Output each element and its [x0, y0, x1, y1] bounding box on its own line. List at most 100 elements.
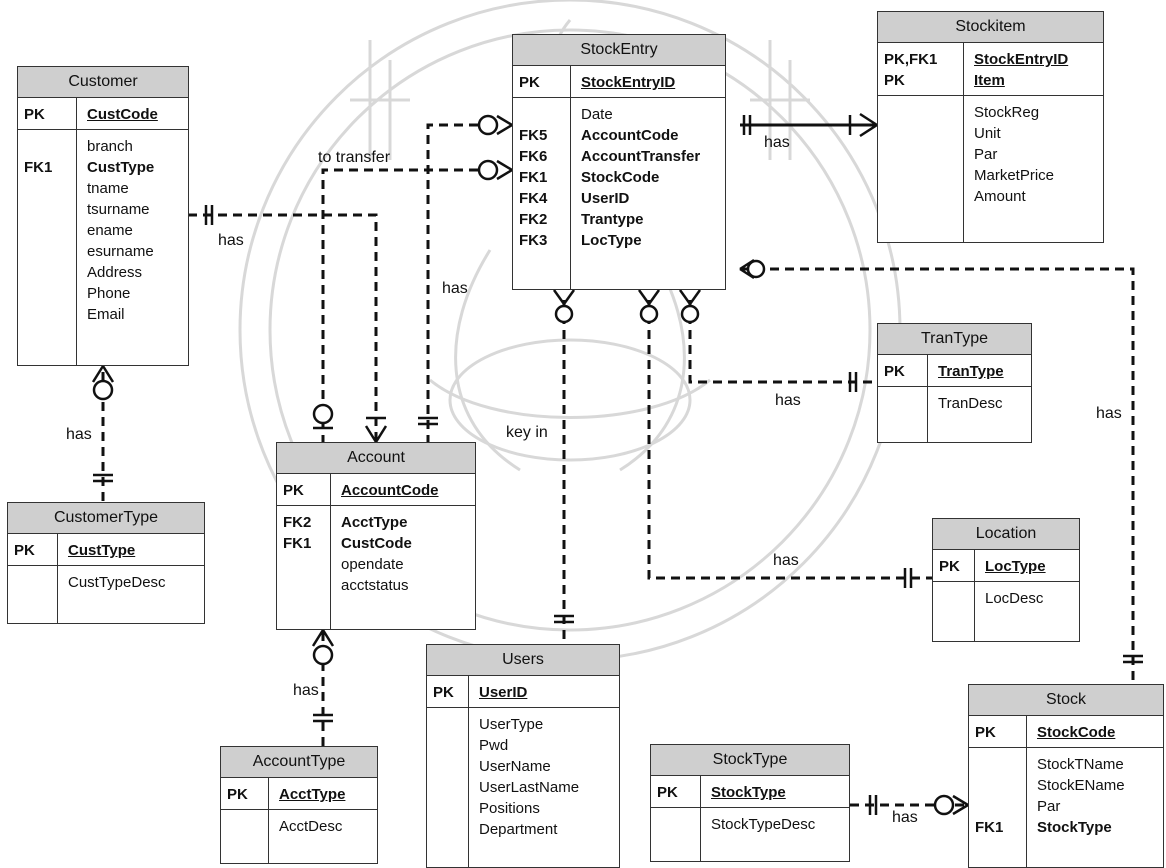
key-column: PK — [933, 550, 975, 581]
key-marker: FK1 — [283, 535, 312, 552]
primary-key-section: PK TranType — [878, 355, 1031, 387]
attribute-field: StockTypeDesc — [711, 816, 816, 833]
primary-key-field: StockType — [711, 784, 786, 801]
attribute-field: UserLastName — [479, 779, 580, 796]
field-column: CustTypeDesc — [58, 566, 176, 623]
key-column — [427, 708, 469, 867]
attribute-field: UserType — [479, 716, 544, 733]
field-column: StockTypeDesc — [701, 808, 825, 861]
key-marker: FK3 — [519, 232, 548, 249]
attribute-field: UserName — [479, 758, 551, 775]
foreign-key-field: CustType — [87, 159, 155, 176]
key-marker — [227, 816, 262, 837]
key-column: FK1 — [969, 748, 1027, 867]
attribute-section: CustTypeDesc — [8, 566, 204, 623]
field-column: UserID — [469, 676, 537, 707]
rel-label-has-customer-account: has — [218, 232, 244, 249]
key-marker — [884, 123, 957, 144]
attribute-field: Amount — [974, 188, 1026, 205]
entity-title: Users — [427, 645, 619, 676]
key-marker: PK — [283, 482, 304, 499]
key-column — [221, 810, 269, 863]
key-marker — [433, 714, 462, 735]
attribute-section: TranDesc — [878, 387, 1031, 442]
key-marker: PK — [227, 786, 248, 803]
key-marker — [884, 165, 957, 186]
primary-key-field: AcctType — [279, 786, 346, 803]
foreign-key-field: AccountTransfer — [581, 148, 701, 165]
foreign-key-field: AcctType — [341, 514, 408, 531]
key-marker: PK — [433, 684, 454, 701]
primary-key-field: StockEntryID — [974, 51, 1069, 68]
key-marker: PK — [884, 72, 905, 89]
key-column: PK — [878, 355, 928, 386]
attribute-section: AcctDesc — [221, 810, 377, 863]
key-marker — [884, 393, 921, 414]
field-column: LocDesc — [975, 582, 1053, 641]
foreign-key-field: StockCode — [581, 169, 660, 186]
attribute-field: Unit — [974, 125, 1001, 142]
attribute-field: Email — [87, 306, 125, 323]
key-column — [933, 582, 975, 641]
attribute-field: Par — [974, 146, 998, 163]
key-column: FK1 — [18, 130, 77, 365]
attribute-field: MarketPrice — [974, 167, 1055, 184]
attribute-field: StockEName — [1037, 777, 1125, 794]
key-marker — [433, 735, 462, 756]
key-column: PK — [221, 778, 269, 809]
field-column: StockType — [701, 776, 796, 807]
key-column — [651, 808, 701, 861]
attribute-field: Address — [87, 264, 143, 281]
key-marker — [24, 262, 70, 283]
key-column: PK — [513, 66, 571, 97]
entity-title: StockEntry — [513, 35, 725, 66]
entity-title: AccountType — [221, 747, 377, 778]
rel-label-has-trantype: has — [775, 392, 801, 409]
attribute-field: TranDesc — [938, 395, 1003, 412]
key-marker — [24, 199, 70, 220]
foreign-key-field: LocType — [581, 232, 642, 249]
field-column: AcctDesc — [269, 810, 352, 863]
rel-label-has-customertype: has — [66, 426, 92, 443]
attribute-field: LocDesc — [985, 590, 1044, 607]
attribute-field: Positions — [479, 800, 540, 817]
attribute-field: StockReg — [974, 104, 1040, 121]
field-column: AcctType — [269, 778, 355, 809]
attribute-field: branch — [87, 138, 133, 155]
primary-key-field: UserID — [479, 684, 528, 701]
key-marker: FK5 — [519, 127, 548, 144]
key-marker — [975, 775, 1020, 796]
key-marker — [24, 241, 70, 262]
key-marker — [519, 104, 564, 125]
key-marker — [939, 588, 968, 609]
entity-title: StockType — [651, 745, 849, 776]
primary-key-field: LocType — [985, 558, 1046, 575]
field-column: CustCode — [77, 98, 168, 129]
attribute-section: LocDesc — [933, 582, 1079, 641]
primary-key-field: TranType — [938, 363, 1004, 380]
key-marker: FK1 — [24, 159, 53, 176]
